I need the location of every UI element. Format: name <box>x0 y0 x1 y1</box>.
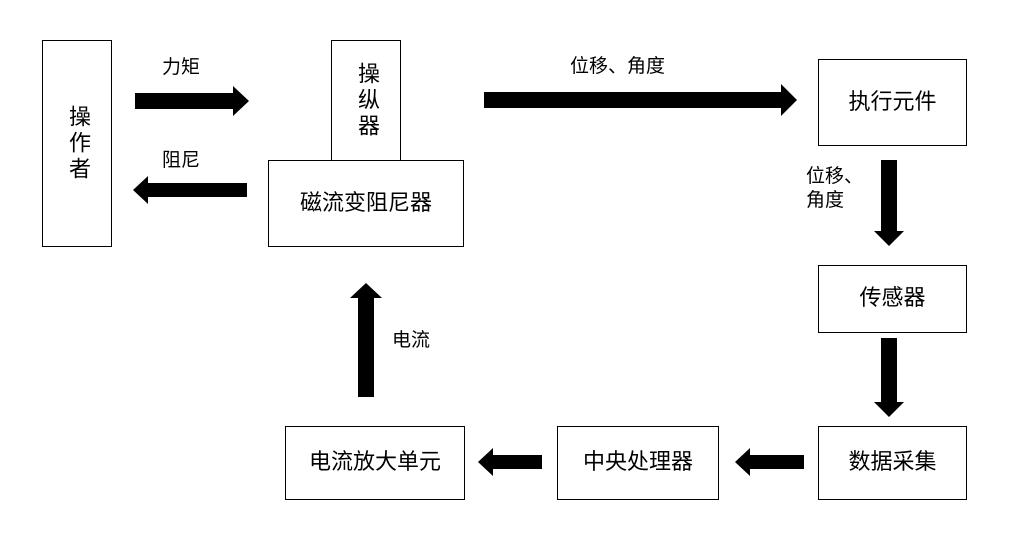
node-sensor: 传感器 <box>818 265 967 333</box>
edge-label-current: 电流 <box>392 329 431 351</box>
node-current-amplifier-label: 电流放大单元 <box>308 450 441 475</box>
node-mr-damper: 磁流变阻尼器 <box>268 160 464 247</box>
node-sensor-label: 传感器 <box>859 286 926 311</box>
arrow-sensor-to-daq <box>874 338 904 417</box>
node-actuator: 执行元件 <box>818 59 967 146</box>
node-mr-damper-label: 磁流变阻尼器 <box>299 190 432 216</box>
node-manipulator-label: 操纵器 <box>354 61 379 140</box>
node-manipulator: 操纵器 <box>331 40 401 161</box>
node-data-acquisition: 数据采集 <box>818 426 967 500</box>
edge-label-torque: 力矩 <box>162 56 201 78</box>
arrow-cpu-to-amplifier <box>478 448 542 476</box>
arrow-current <box>350 283 382 397</box>
node-operator: 操作者 <box>42 40 112 247</box>
node-cpu-label: 中央处理器 <box>582 450 693 475</box>
arrow-damping <box>133 176 247 204</box>
edge-label-displacement-angle-right-line1: 位移、 <box>806 165 864 187</box>
edge-label-damping: 阻尼 <box>162 149 201 171</box>
node-actuator-label: 执行元件 <box>848 89 937 115</box>
node-data-acquisition-label: 数据采集 <box>848 450 937 475</box>
edge-label-displacement-angle-right-line2: 角度 <box>806 188 845 211</box>
node-current-amplifier: 电流放大单元 <box>285 426 465 500</box>
edge-label-displacement-angle-top: 位移、角度 <box>570 55 666 77</box>
arrow-displacement-angle-top <box>484 84 797 116</box>
node-operator-label: 操作者 <box>65 104 90 183</box>
edge-label-displacement-angle-right: 位移、 角度 <box>806 165 863 213</box>
arrow-daq-to-cpu <box>735 448 804 476</box>
node-cpu: 中央处理器 <box>557 426 719 500</box>
arrow-torque <box>135 86 249 116</box>
arrow-actuator-to-sensor <box>874 160 904 246</box>
